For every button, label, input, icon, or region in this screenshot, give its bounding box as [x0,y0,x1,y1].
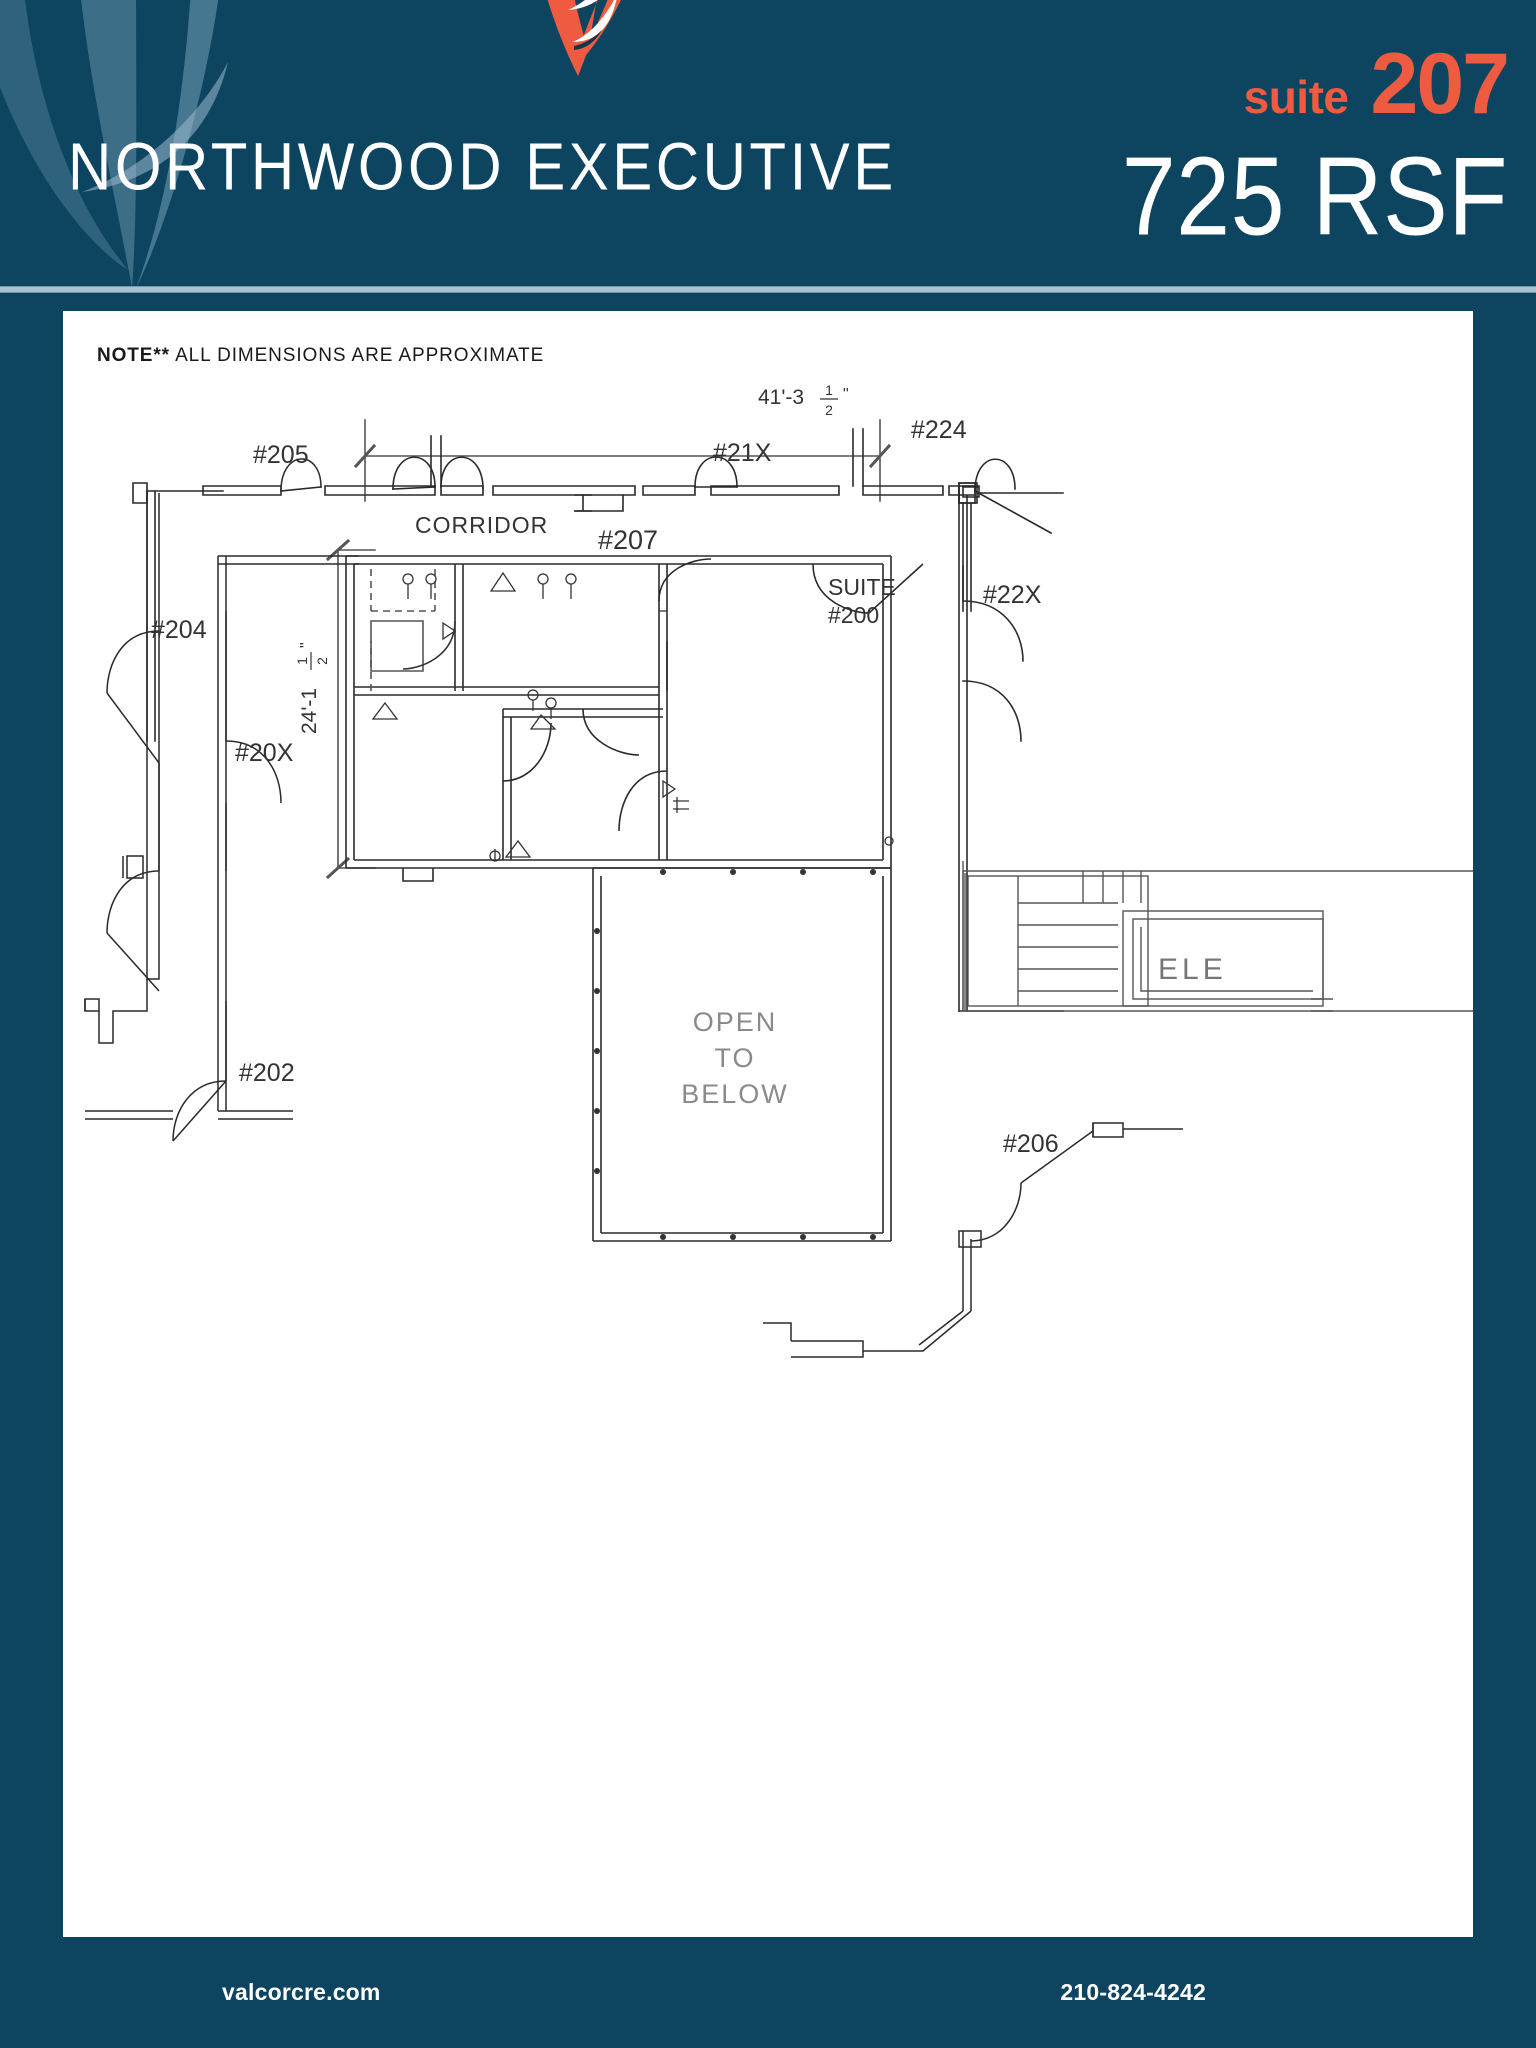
suite-207-walls [345,555,924,882]
label-suite-207: #207 [598,525,658,555]
valcor-swoosh-watermark-icon [0,0,228,288]
suite-number: 207 [1370,36,1510,132]
svg-text:": " [298,642,315,648]
floor-plan-panel: NOTE** ALL DIMENSIONS ARE APPROXIMATE [63,311,1473,1937]
label-suite-206: #206 [1003,1130,1059,1158]
footer-website[interactable]: valcorcre.com [222,1979,381,2005]
svg-text:1: 1 [825,382,833,398]
dimension-line-vertical [325,538,376,880]
dimensions-note: NOTE** ALL DIMENSIONS ARE APPROXIMATE [97,345,544,367]
label-elevator: ELE [1158,953,1227,986]
label-suite-202: #202 [239,1059,295,1087]
dimension-line-horizontal [353,419,892,502]
valcor-swoosh-logo-icon [547,0,621,76]
label-suite-20x: #20X [235,739,294,767]
suite-206-walls [763,1122,1183,1358]
open-to-below-area [592,867,892,1242]
label-suite-200-line2: #200 [828,602,879,628]
label-suite-224: #224 [911,416,967,444]
svg-text:1: 1 [294,657,310,665]
left-suites-walls [84,493,359,1142]
svg-text:OPEN: OPEN [693,1007,778,1037]
dimension-height-label: 24'-1 1 2 " [294,642,330,734]
suite-heading: suite 207 [1243,36,1510,132]
dimension-width-fraction: 1 2 " [820,382,849,418]
svg-text:TO: TO [714,1043,755,1073]
svg-text:2: 2 [314,657,330,665]
label-suite-21x: #21X [713,439,772,467]
label-corridor: CORRIDOR [415,512,548,538]
svg-text:2: 2 [825,402,833,418]
label-suite-22x: #22X [983,581,1042,609]
floor-plan-drawing: 41'-3 1 2 " 24'-1 1 2 " #205 #21X #224 [84,382,1473,1358]
label-open-to-below: OPEN TO BELOW [681,1007,789,1109]
svg-text:": " [843,386,849,403]
note-bold-prefix: NOTE** [97,345,170,366]
railing-posts [594,869,876,1240]
page-title: NORTHWOOD EXECUTIVE [68,129,897,205]
label-suite-204: #204 [151,616,207,644]
page-footer: valcorcre.com 210-824-4242 [0,1937,1536,2048]
footer-phone[interactable]: 210-824-4242 [1060,1979,1206,2005]
label-suite-200-line1: SUITE [828,574,896,600]
elevator-cab [1122,910,1333,1012]
header-divider [0,286,1536,293]
svg-text:BELOW: BELOW [681,1079,789,1109]
dimension-width-label: 41'-3 [758,386,804,409]
label-suite-205: #205 [253,441,309,469]
right-exterior-walls [958,482,1064,1012]
left-margin-band [0,311,63,1937]
rsf-value: 725 RSF [1121,133,1508,259]
svg-text:24'-1: 24'-1 [298,688,321,734]
suite-label: suite [1243,71,1349,123]
stair-treads [1017,871,1142,1006]
page-header: NORTHWOOD EXECUTIVE suite 207 725 RSF [0,0,1536,288]
right-margin-band [1473,311,1536,1937]
stair-elevator-core [962,861,1473,1012]
note-text: ALL DIMENSIONS ARE APPROXIMATE [169,345,545,366]
